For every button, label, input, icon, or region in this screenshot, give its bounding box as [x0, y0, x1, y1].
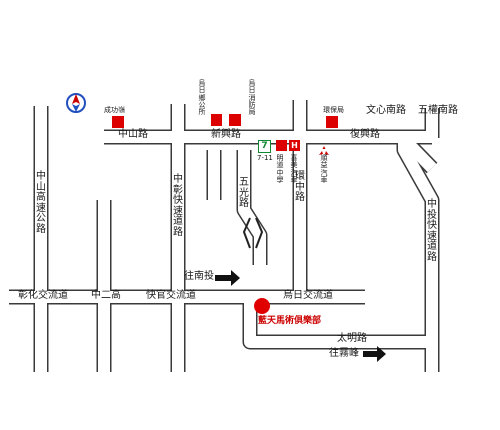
road-label-wuri-interchange: 烏日交流道 [283, 290, 333, 301]
bridge-mark-left [242, 217, 251, 249]
landmark-label-epa: 環保局 [323, 106, 344, 114]
landmark-label-wuri-office: 烏日鄉公所 [198, 79, 206, 117]
road-label-taiming: 太明路 [337, 333, 367, 344]
landmark-label-seven-eleven: 7-11 [257, 154, 273, 162]
road-label-zhongshan-freeway: 中山高速公路 [36, 171, 46, 235]
road-label-zhongshan: 中山路 [118, 129, 148, 140]
road-label-wenxinnan: 文心南路 [366, 105, 406, 116]
landmark-label-shunyi: 順益汽車 [320, 154, 328, 185]
road-label-wuquannan: 五權南路 [418, 105, 458, 116]
landmark-label-xime: 喜美汽車 [290, 154, 298, 185]
road-label-fuxing: 復興路 [350, 129, 380, 140]
road-label-zhongtou-expressway: 中投快速道路 [427, 199, 437, 263]
road-fill [9, 100, 438, 372]
bridge-marks [242, 217, 264, 249]
compass-icon [66, 93, 86, 113]
epa-marker [326, 116, 338, 128]
seven-eleven-icon: 7 [258, 140, 271, 153]
chenggong-marker [112, 116, 124, 128]
road-wuguang [238, 150, 266, 265]
destination-label: 藍天馬術俱樂部 [258, 316, 322, 326]
arrow-to-wufeng-icon [363, 346, 386, 362]
landmark-label-wuri-fire: 烏日消防局 [248, 79, 256, 117]
wuri-fire-marker [229, 114, 241, 126]
destination-marker [254, 298, 270, 314]
bridge-mark-right [255, 217, 264, 249]
honda-logo-icon: H [289, 140, 300, 151]
landmark-label-mingdao: 明道中學 [276, 154, 284, 185]
road-label-xinxing: 新興路 [211, 129, 241, 140]
road-label-zhongergao: 中二高 [91, 290, 121, 301]
direction-label-to-nantou: 往南投 [184, 271, 214, 282]
landmark-label-chenggong: 成功嶺 [104, 106, 125, 114]
road-label-huanzhong: 環中路 [295, 171, 305, 203]
road-label-zhongchang-expressway: 中彰快速道路 [173, 174, 183, 238]
wuri-office-marker [211, 114, 222, 126]
road-label-kuaiguan-interchange: 快官交流道 [146, 290, 196, 301]
road-taiming [244, 297, 432, 348]
mitsubishi-logo-icon [319, 143, 329, 155]
arrow-to-nantou-icon [215, 270, 240, 286]
xime-car-marker [276, 140, 287, 151]
road-label-wuguang: 五光路 [239, 177, 249, 209]
road-label-changhua-interchange: 彰化交流道 [18, 290, 68, 301]
direction-label-to-wufeng: 往霧峰 [329, 348, 359, 359]
